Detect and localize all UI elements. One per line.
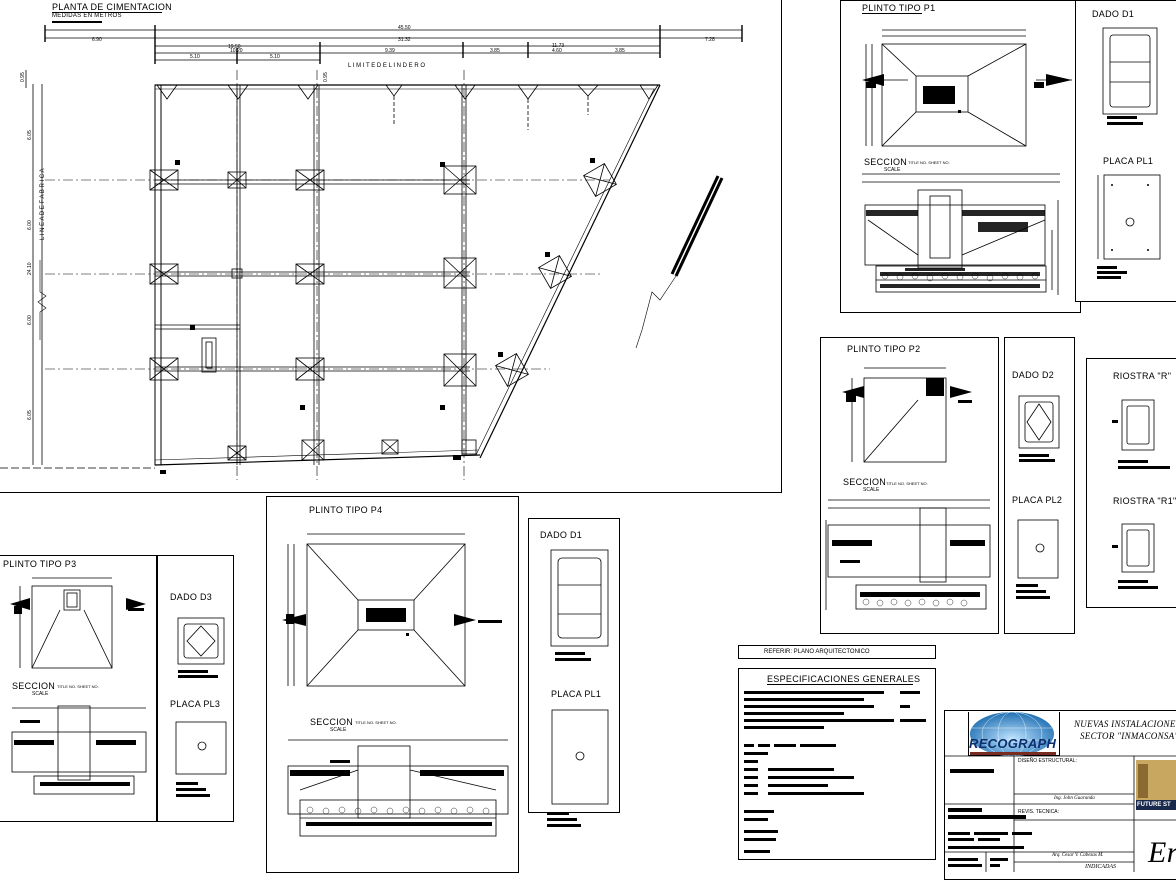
specs-title-underline (767, 684, 913, 685)
d1-top-panel (1075, 0, 1176, 302)
boundary-label: L I M I T E D E L I N D E R O (348, 63, 425, 69)
review-label: REVIS. TECNICA: (1018, 809, 1060, 815)
project-line2: SECTOR "INMACONSA" (1080, 731, 1176, 741)
riostra-r1-title: RIOSTRA "R1" (1113, 496, 1176, 506)
dim-half-a-label: 5.10 (190, 54, 200, 60)
p4-panel (266, 496, 519, 873)
scale-value: INDICADAS (1085, 864, 1116, 870)
foundation-plan-panel (0, 0, 782, 493)
p3-title: PLINTO TIPO P3 (3, 559, 77, 569)
d1-top-title: DADO D1 (1092, 9, 1135, 19)
dim-span5-label: 11.73 (552, 43, 564, 49)
p4-ref-label: TITLE NO. SHEET NO. (355, 720, 397, 725)
dim-mid-label: 31.32 (398, 37, 411, 43)
p2-scale-label: SCALE (863, 487, 880, 493)
dim-v4-label: 6.05 (27, 410, 33, 420)
p2-section-title: SECCION (843, 477, 887, 487)
p1-scale-label: SCALE (884, 167, 901, 173)
dim-v1-label: 6.05 (27, 130, 33, 140)
designer-name: Ing. John Guaranda (1054, 796, 1095, 801)
dim-span3-label: 9.39 (385, 48, 395, 54)
refer-note-box (738, 645, 936, 659)
plan-subtitle-underline (52, 21, 102, 23)
pl3-title: PLACA PL3 (170, 699, 221, 709)
pl2-title: PLACA PL2 (1012, 495, 1063, 505)
p1-title-underline (862, 13, 922, 14)
dim-half-b-label: 5.10 (270, 54, 280, 60)
d1-mid-title: DADO D1 (540, 530, 583, 540)
d2-panel (1004, 337, 1075, 634)
dim-v3-label: 6.00 (27, 315, 33, 325)
p1-title: PLINTO TIPO P1 (862, 3, 936, 13)
plan-title: PLANTA DE CIMENTACION (52, 2, 172, 12)
dim-v2-label: 6.00 (27, 220, 33, 230)
dim-right-label: 7.28 (705, 37, 715, 43)
plan-subtitle: MEDIDAS EN METROS (52, 13, 122, 19)
title-big-letters: Er (1148, 836, 1176, 869)
p3-scale-label: SCALE (32, 691, 49, 697)
specs-panel (738, 668, 936, 860)
dim-span1-label: 19.50 (228, 44, 241, 50)
refer-note: REFERIR: PLANO ARQUITECTONICO (764, 649, 870, 655)
plan-title-underline (52, 12, 162, 13)
specs-title: ESPECIFICACIONES GENERALES (767, 674, 921, 684)
logo-text: RECOGRAPH (969, 736, 1057, 751)
dim-span7-label: 3.85 (615, 48, 625, 54)
p4-title: PLINTO TIPO P4 (309, 505, 383, 515)
project-line1: NUEVAS INSTALACIONE (1074, 719, 1176, 729)
p4-section-title: SECCION (310, 717, 354, 727)
d1-mid-panel (528, 518, 620, 813)
p1-ref-label: TITLE NO. SHEET NO. (908, 160, 950, 165)
dim-span2-label: 10.20 (230, 48, 243, 54)
side-label: L I N E A D E F A B R I C A (40, 169, 46, 240)
dim-span6-label: 4.60 (552, 48, 562, 54)
dim-span4-label: 3.85 (490, 48, 500, 54)
foundation-plan-drawing: 6.90 45.50 7.28 31.32 19.50 10.20 5.10 5… (0, 25, 743, 480)
d2-title: DADO D2 (1012, 370, 1055, 380)
dim-vtotal-label: 24.10 (27, 262, 33, 275)
p1-section-title: SECCION (864, 157, 908, 167)
pl1-top-title: PLACA PL1 (1103, 156, 1154, 166)
design-label: DISEÑO ESTRUCTURAL: (1018, 758, 1077, 764)
reviewer-name: Arq. Cesar V. Cabezas M. (1052, 853, 1104, 858)
riostra-panel (1086, 358, 1176, 608)
p2-title: PLINTO TIPO P2 (847, 344, 921, 354)
p4-scale-label: SCALE (330, 727, 347, 733)
dim-topleft-label: 0.95 (20, 72, 26, 82)
pl1-mid-title: PLACA PL1 (551, 689, 602, 699)
p3-section-title: SECCION (12, 681, 56, 691)
p3-ref-label: TITLE NO. SHEET NO. (57, 684, 99, 689)
dim-topmid-label: 0.95 (323, 72, 329, 82)
dim-left-label: 6.90 (92, 37, 102, 43)
d3-panel (157, 555, 234, 822)
dim-total-label: 45.50 (398, 25, 411, 31)
p2-ref-label: TITLE NO. SHEET NO. (886, 481, 928, 486)
brand-text: FUTURE ST (1137, 802, 1171, 808)
riostra-r-title: RIOSTRA "R" (1113, 371, 1172, 381)
d3-title: DADO D3 (170, 592, 213, 602)
